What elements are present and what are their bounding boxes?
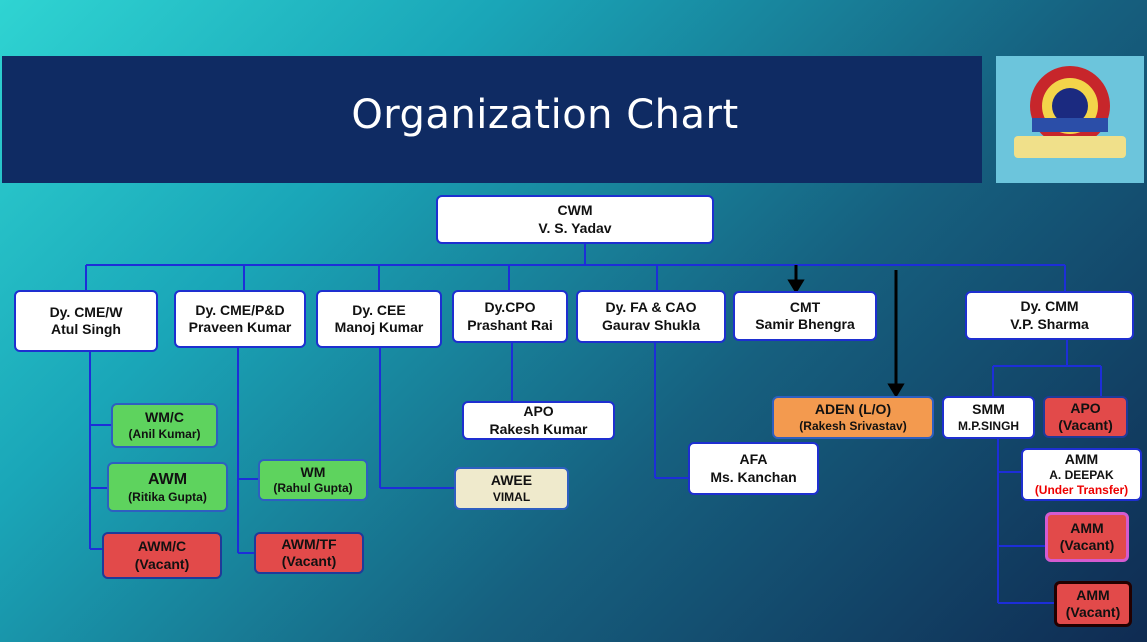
page-title: Organization Chart (351, 92, 739, 138)
node-title: Dy. CMM (1020, 298, 1079, 314)
node-title: WM (300, 463, 326, 480)
node-person: (Vacant) (1059, 537, 1115, 553)
node-apo-vacant: APO (Vacant) (1043, 396, 1128, 438)
node-person: (Ritika Gupta) (128, 489, 207, 504)
node-person: Gaurav Shukla (601, 316, 701, 333)
node-title: AWM/C (137, 538, 187, 554)
node-person: Atul Singh (51, 321, 121, 337)
node-dy-cpo: Dy.CPO Prashant Rai (452, 290, 568, 343)
node-person: (Vacant) (134, 555, 190, 572)
workshop-logo (996, 56, 1144, 183)
node-dy-fa-cao: Dy. FA & CAO Gaurav Shukla (576, 290, 726, 343)
node-title: APO (523, 403, 554, 419)
node-person: (Rahul Gupta) (273, 481, 353, 496)
node-person: Samir Bhengra (755, 316, 855, 332)
node-dy-cme-w: Dy. CME/W Atul Singh (14, 290, 158, 352)
node-person: Prashant Rai (467, 316, 553, 333)
node-title: AFA (739, 451, 768, 467)
node-title: Dy. CME/P&D (195, 301, 285, 318)
node-apo: APO Rakesh Kumar (462, 401, 615, 440)
node-wm-c: WM/C (Anil Kumar) (111, 403, 218, 448)
node-title: ADEN (L/O) (814, 401, 892, 418)
node-awm-c: AWM/C (Vacant) (102, 532, 222, 579)
node-title: APO (1070, 399, 1101, 416)
node-person: VIMAL (492, 489, 531, 504)
node-cmt: CMT Samir Bhengra (733, 291, 877, 341)
node-afa: AFA Ms. Kanchan (688, 442, 819, 495)
node-dy-cmm: Dy. CMM V.P. Sharma (965, 291, 1134, 340)
node-title: Dy. CME/W (49, 303, 123, 320)
node-cwm: CWM V. S. Yadav (436, 195, 714, 244)
node-title: SMM (972, 401, 1005, 418)
node-awee: AWEE VIMAL (454, 467, 569, 510)
node-awm-tf: AWM/TF (Vacant) (254, 532, 364, 574)
node-title: Dy.CPO (484, 299, 536, 315)
node-dy-cme-pd: Dy. CME/P&D Praveen Kumar (174, 290, 306, 348)
node-person: Ms. Kanchan (710, 468, 797, 485)
node-title: AMM (1070, 519, 1104, 536)
node-person: V.P. Sharma (1010, 315, 1089, 332)
node-title: AMM (1076, 586, 1110, 603)
node-amm-deepak: AMM A. DEEPAK (Under Transfer) (1021, 448, 1142, 501)
node-aden: ADEN (L/O) (Rakesh Srivastav) (772, 396, 934, 439)
node-amm-vacant-2: AMM (Vacant) (1054, 581, 1132, 627)
node-smm: SMM M.P.SINGH (942, 396, 1035, 439)
node-title: AMM (1064, 450, 1099, 467)
node-title: CMT (789, 298, 821, 315)
node-title: AWM (147, 470, 188, 488)
node-status: (Under Transfer) (1034, 483, 1129, 498)
node-person: Rakesh Kumar (489, 420, 588, 437)
node-wm: WM (Rahul Gupta) (258, 459, 368, 501)
node-person: A. DEEPAK (1049, 468, 1114, 483)
node-title: AWM/TF (281, 535, 337, 552)
title-banner (2, 56, 982, 183)
node-title: AWEE (490, 472, 533, 489)
node-awm: AWM (Ritika Gupta) (107, 462, 228, 512)
node-person: M.P.SINGH (957, 418, 1020, 433)
node-person: (Vacant) (1058, 417, 1113, 433)
node-dy-cee: Dy. CEE Manoj Kumar (316, 290, 442, 348)
node-amm-vacant-1: AMM (Vacant) (1045, 512, 1129, 562)
node-person: Manoj Kumar (334, 319, 424, 335)
node-person: (Anil Kumar) (128, 426, 201, 441)
node-person: (Rakesh Srivastav) (799, 418, 907, 433)
node-title: WM/C (145, 409, 184, 426)
node-title: CWM (557, 202, 593, 218)
node-person: (Vacant) (281, 553, 337, 569)
node-person: V. S. Yadav (538, 219, 612, 236)
node-title: Dy. CEE (352, 301, 406, 318)
node-person: (Vacant) (1065, 604, 1121, 620)
node-person: Praveen Kumar (188, 319, 292, 335)
emblem-icon (1014, 66, 1126, 158)
node-title: Dy. FA & CAO (605, 299, 697, 315)
